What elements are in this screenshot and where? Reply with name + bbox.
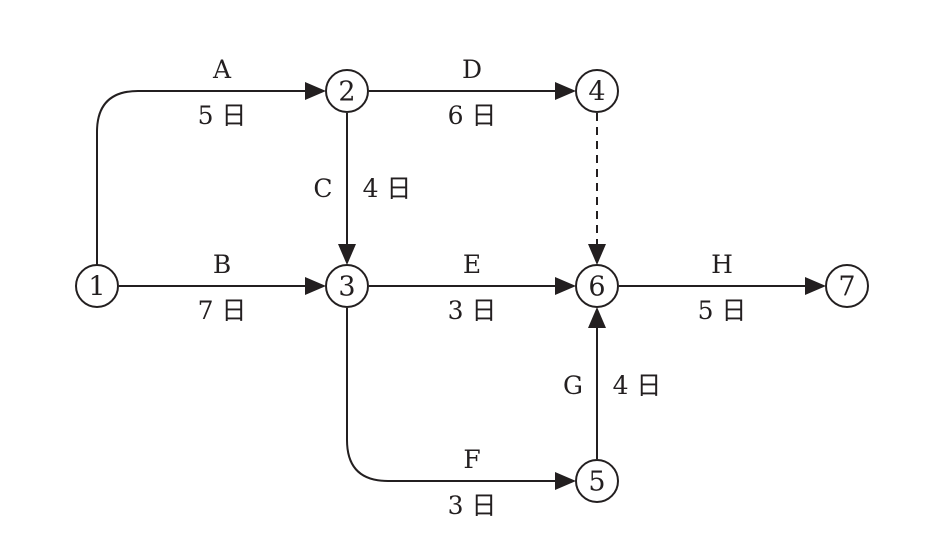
arrowhead-a (305, 82, 326, 100)
arrowhead-c (338, 244, 356, 265)
node-6: 6 (575, 264, 619, 308)
node-4-label: 4 (588, 77, 605, 108)
activity-d-duration: 6 日 (448, 101, 497, 130)
node-7-label: 7 (838, 272, 855, 303)
activity-b-name: B (213, 250, 231, 279)
activity-c-name: C (313, 174, 332, 203)
node-2-circle (325, 69, 369, 113)
node-2: 2 (325, 69, 369, 113)
arrowhead-b (305, 277, 326, 295)
arrowhead-dummy (588, 244, 606, 265)
node-5-circle (575, 459, 619, 503)
arrowhead-h (805, 277, 826, 295)
activity-h-duration: 5 日 (698, 296, 747, 325)
activity-f-name: F (463, 445, 480, 474)
arrowhead-f (555, 472, 576, 490)
node-5: 5 (575, 459, 619, 503)
activity-g-duration: 4 日 (613, 371, 662, 400)
arrowhead-e (555, 277, 576, 295)
node-7: 7 (825, 264, 869, 308)
node-5-label: 5 (588, 467, 605, 498)
activity-c-duration: 4 日 (363, 174, 412, 203)
node-4: 4 (575, 69, 619, 113)
node-3-circle (325, 264, 369, 308)
activity-b-duration: 7 日 (198, 296, 247, 325)
edge-a (96, 90, 308, 267)
activity-a-duration: 5 日 (198, 101, 247, 130)
node-7-circle (825, 264, 869, 308)
node-1-circle (75, 264, 119, 308)
node-6-label: 6 (588, 272, 605, 303)
node-1: 1 (75, 264, 119, 308)
edge-f (346, 308, 558, 482)
node-3-label: 3 (338, 272, 355, 303)
node-6-circle (575, 264, 619, 308)
activity-g-name: G (563, 371, 583, 400)
activity-e-duration: 3 日 (448, 296, 497, 325)
activity-e-name: E (463, 250, 481, 279)
activity-a-name: A (212, 55, 232, 84)
activity-d-name: D (462, 55, 482, 84)
arrowhead-d (555, 82, 576, 100)
activity-h-name: H (711, 250, 733, 279)
node-3: 3 (325, 264, 369, 308)
activity-f-duration: 3 日 (448, 491, 497, 520)
node-4-circle (575, 69, 619, 113)
node-1-label: 1 (88, 272, 105, 303)
arrowhead-g (588, 307, 606, 328)
node-2-label: 2 (338, 77, 355, 108)
